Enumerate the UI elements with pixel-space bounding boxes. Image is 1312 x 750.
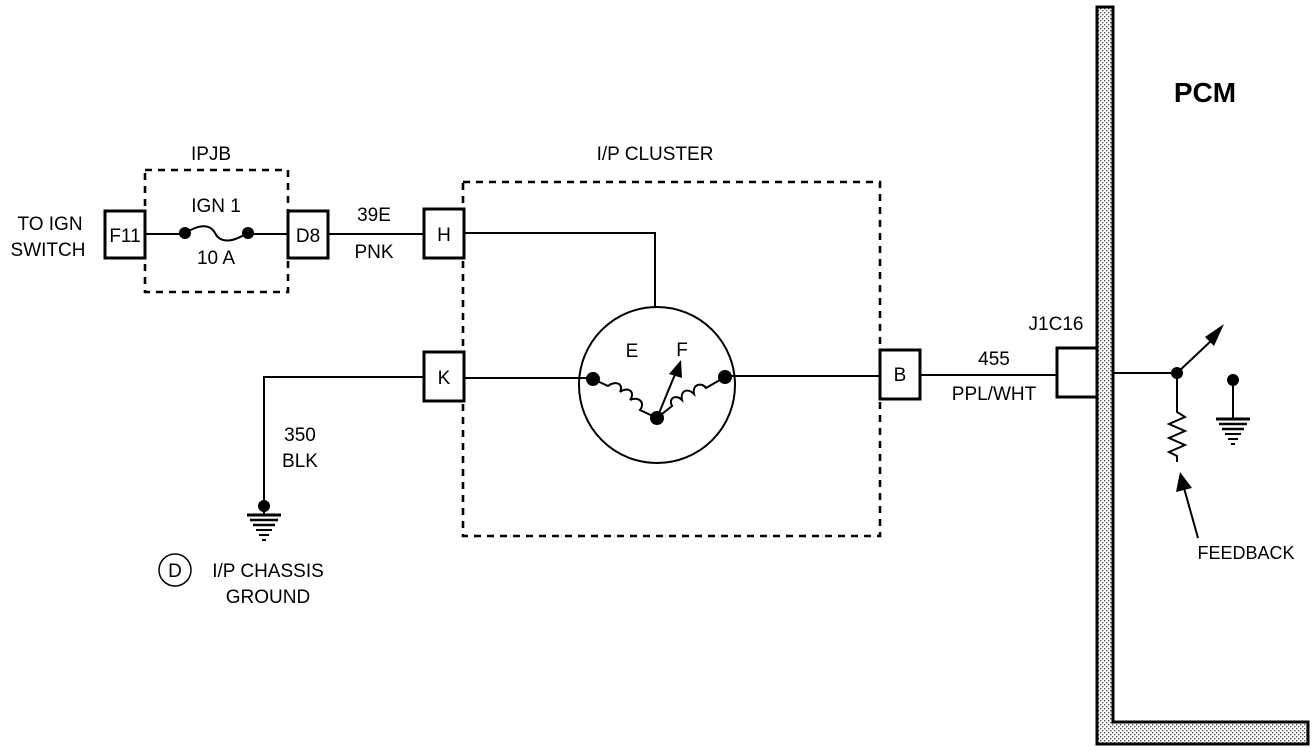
terminal-b: B: [878, 348, 922, 401]
feedback-arrow: [1176, 472, 1199, 539]
wire-350-circuit: 350: [284, 425, 316, 446]
coil-e: [592, 378, 658, 419]
fuel-gauge: [464, 306, 880, 464]
pcm-internal-switch: [1113, 324, 1224, 462]
cluster-title: I/P CLUSTER: [597, 144, 714, 165]
ground-id: D: [168, 561, 182, 582]
connector-j1c16-label: J1C16: [1029, 314, 1084, 335]
ground-symbol: [247, 506, 281, 541]
terminal-b-label: B: [894, 365, 907, 386]
pcm-module: [1095, 5, 1310, 746]
terminal-k: K: [422, 350, 466, 403]
wire-39e-circuit: 39E: [357, 205, 391, 226]
to-ign-switch-label-line2: SWITCH: [11, 240, 86, 261]
ground-id-badge: D: [158, 553, 192, 587]
fuse-ign1: [145, 225, 288, 242]
fuse-name: IGN 1: [191, 196, 241, 217]
feedback-label: FEEDBACK: [1197, 543, 1294, 563]
terminal-h: H: [422, 207, 466, 260]
terminal-k-label: K: [438, 368, 451, 389]
coil-f: [656, 376, 726, 419]
gauge-needle: [656, 371, 677, 419]
ipjb-title: IPJB: [191, 144, 231, 165]
ground-label-line1: I/P CHASSIS: [212, 561, 324, 582]
wire-350-color: BLK: [282, 451, 318, 472]
ipjb-enclosure: [143, 168, 290, 294]
wire-39e-color: PNK: [354, 242, 393, 263]
needle-arrowhead: [669, 360, 682, 378]
fuse-rating: 10 A: [197, 248, 235, 269]
connector-j1c16: [1055, 346, 1099, 399]
wire-455-color: PPL/WHT: [952, 384, 1037, 405]
to-ign-switch-label-line1: TO IGN: [17, 214, 82, 235]
terminal-f11: F11: [103, 209, 147, 260]
wire-350: [263, 376, 424, 506]
terminal-h-label: H: [437, 225, 451, 246]
terminal-d8-label: D8: [296, 226, 320, 247]
terminal-f11-label: F11: [109, 226, 140, 247]
terminal-d8: D8: [286, 209, 330, 260]
pcm-title: PCM: [1174, 77, 1236, 108]
pcm-internal-ground: [1216, 374, 1250, 445]
wire-455-circuit: 455: [978, 349, 1010, 370]
gauge-label-f: F: [676, 340, 688, 361]
ground-label-line2: GROUND: [226, 587, 310, 608]
gauge-label-e: E: [626, 341, 639, 362]
